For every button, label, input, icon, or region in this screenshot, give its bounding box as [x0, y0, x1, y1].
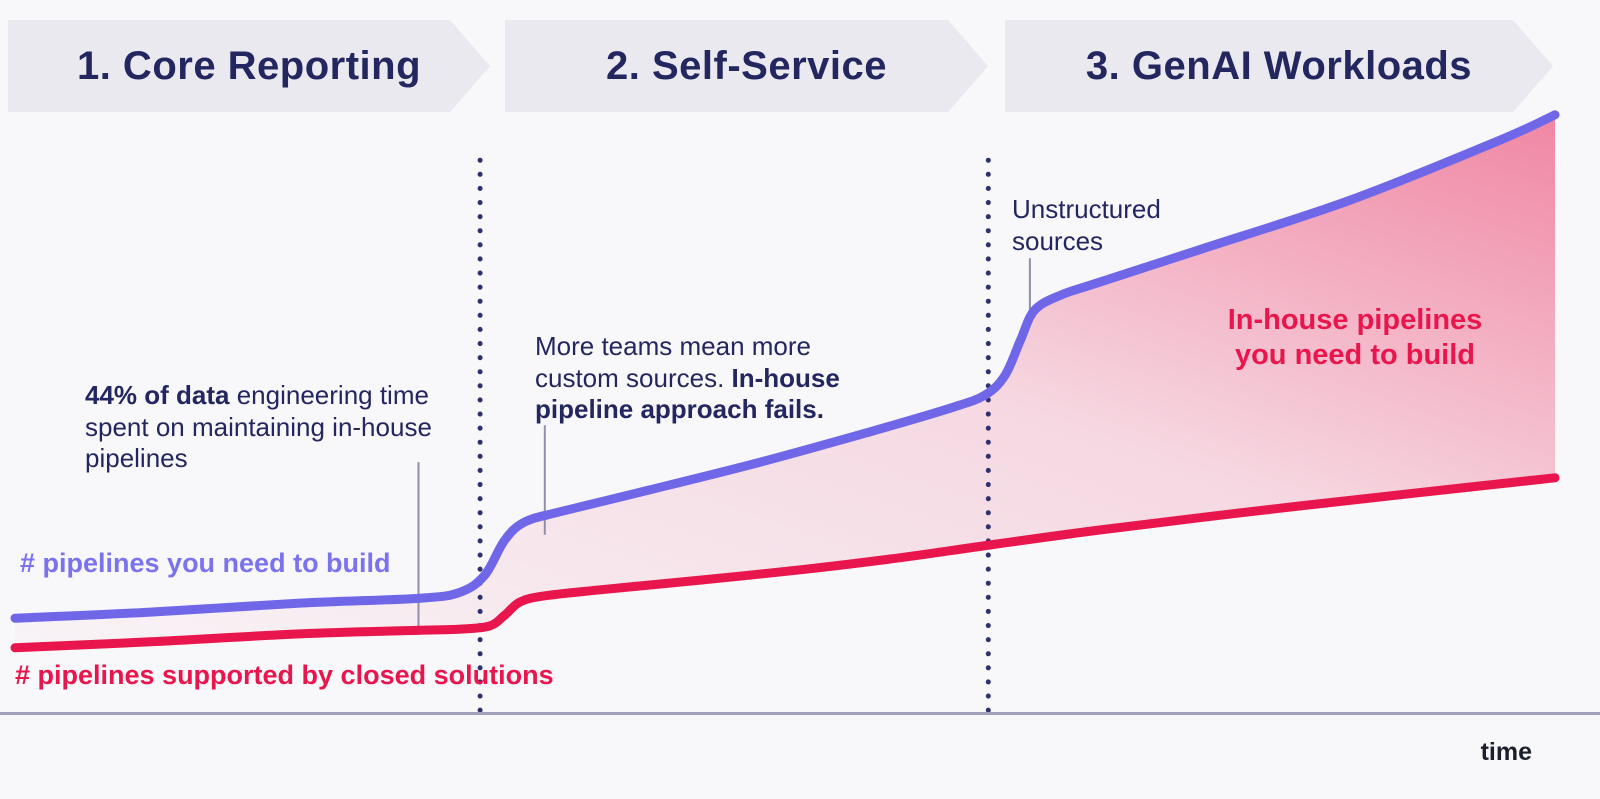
area-fill-label-line1: In-house pipelines — [1227, 304, 1483, 336]
note-44-percent-bold: 44% of data — [85, 380, 230, 410]
phase-banner-core-reporting: 1. Core Reporting — [8, 20, 490, 112]
note-44-percent-rest: engineering time spent on maintaining in… — [85, 380, 432, 474]
area-fill-label: In-house pipelines you need to build — [1205, 303, 1505, 373]
time-axis-label: time — [1480, 738, 1532, 766]
area-between-lines — [15, 114, 1555, 648]
blue-line-path — [10, 110, 1560, 623]
area-fill-label-line2: you need to build — [1234, 338, 1476, 371]
red-line-label: # pipelines supported by closed solution… — [15, 660, 554, 690]
note-unstructured-sources: Unstructured sources — [1012, 194, 1161, 256]
note-more-teams-bold: In-house pipeline approach fails. — [535, 362, 840, 425]
phase-banner-label: 2. Self-Service — [606, 43, 887, 88]
red-line-path — [10, 473, 1560, 653]
x-axis-line — [0, 712, 1600, 715]
phase-banner-genai-workloads: 3. GenAI Workloads — [1005, 20, 1553, 112]
note-more-teams-regular: More teams mean more custom sources. — [535, 331, 811, 393]
note-44-percent: 44% of data engineering time spent on ma… — [85, 380, 465, 475]
note-more-teams: More teams mean more custom sources. In-… — [535, 331, 865, 426]
phase-banner-self-service: 2. Self-Service — [505, 20, 988, 112]
phase-banner-label: 1. Core Reporting — [76, 43, 422, 88]
phase-banner-label: 3. GenAI Workloads — [1085, 43, 1473, 88]
blue-line-label: # pipelines you need to build — [20, 548, 391, 578]
